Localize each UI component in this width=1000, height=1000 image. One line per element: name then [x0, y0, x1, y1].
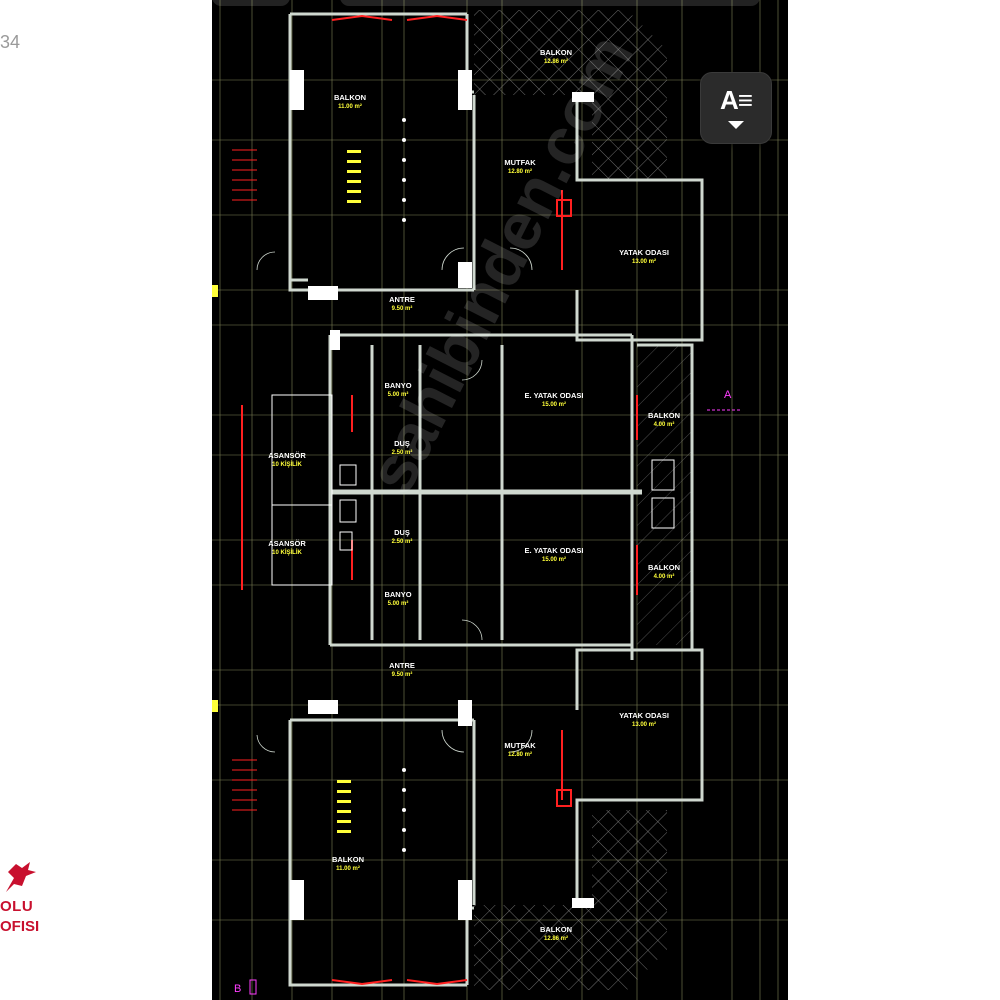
- room-area: 11.00 m²: [336, 865, 360, 872]
- room-name: MUTFAK: [504, 158, 536, 167]
- room-area: 5.00 m²: [388, 391, 409, 398]
- grid-lines: [212, 0, 788, 1000]
- text-size-button[interactable]: A≡: [700, 72, 772, 144]
- room-name: ANTRE: [389, 661, 415, 670]
- room-area: 10 KİŞİLİK: [272, 549, 302, 556]
- room-area: 12.86 m²: [544, 935, 568, 942]
- windows: [241, 14, 638, 986]
- room-name: ASANSÖR: [268, 539, 306, 548]
- room-area: 12.80 m²: [508, 168, 532, 175]
- brand-logo: OLU OFISI: [0, 858, 40, 968]
- room-name: YATAK ODASI: [619, 711, 669, 720]
- room-area: 15.00 m²: [542, 401, 566, 408]
- room-area: 4.00 m²: [654, 573, 675, 580]
- room-area: 15.00 m²: [542, 556, 566, 563]
- room-area: 12.80 m²: [508, 751, 532, 758]
- room-area: 9.50 m²: [392, 305, 413, 312]
- floor-plan-image[interactable]: BALKON 12.86 m² BALKON 11.00 m² MUTFAK 1…: [212, 0, 788, 1000]
- room-name: BALKON: [648, 563, 680, 572]
- room-area: 4.00 m²: [654, 421, 675, 428]
- room-name: ASANSÖR: [268, 451, 306, 460]
- room-name: BALKON: [540, 925, 572, 934]
- room-area: 2.50 m²: [392, 538, 413, 545]
- top-bar-left: [212, 0, 290, 6]
- room-name: E. YATAK ODASI: [525, 391, 584, 400]
- room-area: 13.00 m²: [632, 258, 656, 265]
- room-labels: BALKON 12.86 m² BALKON 11.00 m² MUTFAK 1…: [268, 48, 680, 942]
- brand-name: OLU: [0, 898, 34, 915]
- room-name: BALKON: [540, 48, 572, 57]
- text-size-icon: A≡: [720, 85, 753, 115]
- yellow-marks: [212, 150, 361, 833]
- room-area: 5.00 m²: [388, 600, 409, 607]
- room-name: DUŞ: [394, 439, 410, 448]
- axis-markers: A B: [234, 389, 742, 995]
- runner-logo-icon: [6, 862, 36, 892]
- room-name: BANYO: [384, 381, 411, 390]
- room-area: 12.86 m²: [544, 58, 568, 65]
- room-name: BALKON: [332, 855, 364, 864]
- room-area: 13.00 m²: [632, 721, 656, 728]
- elevator-boxes: [271, 394, 675, 586]
- columns: [290, 70, 594, 920]
- top-bar-right: [340, 0, 760, 6]
- room-name: BALKON: [648, 411, 680, 420]
- doors: [256, 247, 533, 753]
- chevron-down-icon: [728, 121, 744, 129]
- room-name: BALKON: [334, 93, 366, 102]
- axis-b-label: B: [234, 983, 241, 995]
- stairs: [232, 149, 257, 811]
- room-name: DUŞ: [394, 528, 410, 537]
- floor-plan-drawing: BALKON 12.86 m² BALKON 11.00 m² MUTFAK 1…: [212, 0, 788, 1000]
- axis-a-label: A: [724, 389, 732, 401]
- room-area: 11.00 m²: [338, 103, 362, 110]
- room-name: BANYO: [384, 590, 411, 599]
- room-area: 2.50 m²: [392, 449, 413, 456]
- balcony-hatch: [474, 10, 692, 990]
- room-name: MUTFAK: [504, 741, 536, 750]
- room-name: E. YATAK ODASI: [525, 546, 584, 555]
- page-number: 34: [0, 32, 21, 52]
- brand-subtitle: OFISI: [0, 918, 40, 935]
- room-area: 10 KİŞİLİK: [272, 461, 302, 468]
- room-name: YATAK ODASI: [619, 248, 669, 257]
- dimension-marks: [402, 118, 406, 852]
- room-area: 9.50 m²: [392, 671, 413, 678]
- room-name: ANTRE: [389, 295, 415, 304]
